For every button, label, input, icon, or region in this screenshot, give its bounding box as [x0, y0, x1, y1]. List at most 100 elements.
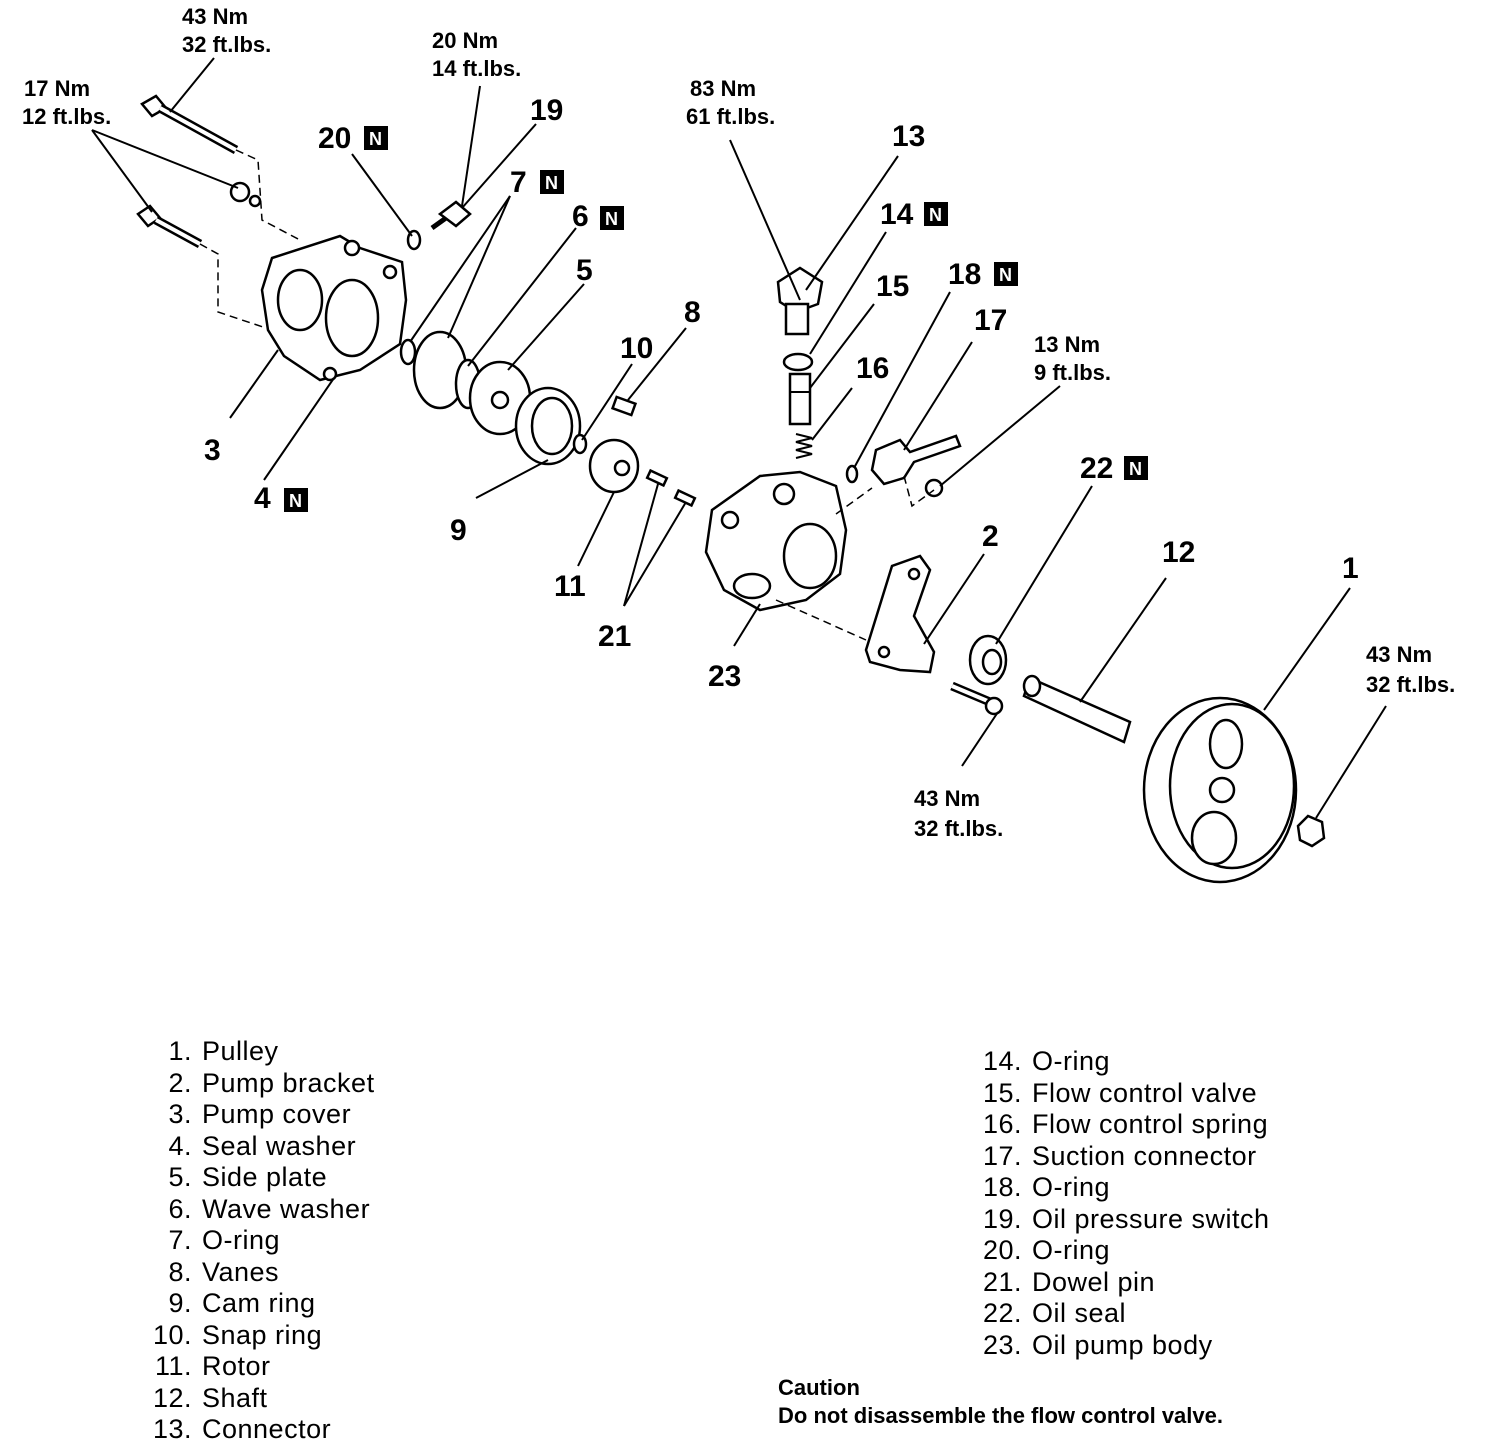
callout-14: 14: [880, 198, 914, 231]
callout-20: 20: [318, 122, 351, 155]
callout-1: 1: [1342, 552, 1359, 585]
legend-item-label: Cam ring: [202, 1288, 316, 1318]
cam-ring-drawing: [514, 386, 582, 466]
exploded-pump-diagram: 1 2 3 4 5 6 7 8 9 10 11 12 13 14 15 16 1…: [22, 4, 1455, 884]
legend-item: 10.Snap ring: [140, 1320, 375, 1352]
legend-item-number: 22.: [982, 1298, 1022, 1328]
oil-seal-drawing: [968, 634, 1008, 686]
svg-text:N: N: [545, 173, 558, 193]
callout-8: 8: [684, 296, 701, 329]
pulley-nut-drawing: [1296, 814, 1326, 848]
callout-9: 9: [450, 514, 467, 547]
legend-item: 2. Pump bracket: [140, 1068, 375, 1100]
legend-item-number: 11.: [154, 1351, 192, 1381]
dowel-pin-drawing: [673, 488, 697, 508]
legend-item-label: O-ring: [1032, 1172, 1111, 1202]
legend-item-number: 4.: [168, 1130, 192, 1161]
legend-item-label: Rotor: [202, 1351, 271, 1381]
callout-22: 22: [1080, 452, 1113, 485]
torque-suction-ftlbs: 9 ft.lbs.: [1034, 360, 1111, 385]
legend-item-number: 2.: [168, 1067, 192, 1098]
pulley-drawing: [1142, 696, 1298, 884]
assembly-line: [775, 599, 867, 641]
new-part-badge-4: N: [284, 488, 308, 512]
pump-cover-drawing: [260, 234, 408, 382]
legend-item: 23.Oil pump body: [970, 1330, 1270, 1362]
legend-item: 20. O-ring: [970, 1235, 1270, 1267]
torque-bolt-left-ftlbs: 12 ft.lbs.: [22, 104, 111, 129]
torque-connector-nm: 83 Nm: [690, 76, 756, 101]
legend-item: 17.Suction connector: [970, 1141, 1270, 1173]
callout-18: 18: [948, 258, 981, 291]
torque-suction-nm: 13 Nm: [1034, 332, 1100, 357]
torque-labels: 43 Nm 32 ft.lbs. 17 Nm 12 ft.lbs. 20 Nm …: [22, 4, 1455, 841]
legend-item: 4.Seal washer: [140, 1131, 375, 1163]
new-part-badge-7: N: [540, 170, 564, 194]
legend-item-number: 12.: [152, 1382, 192, 1413]
legend-item-label: Connector: [202, 1414, 332, 1444]
torque-bolt-left-nm: 17 Nm: [24, 76, 90, 101]
svg-text:N: N: [929, 205, 942, 225]
svg-text:N: N: [999, 265, 1012, 285]
torque-bolt-top-ftlbs: 32 ft.lbs.: [182, 32, 271, 57]
legend-item-number: 15.: [982, 1077, 1022, 1108]
new-part-badge-22: N: [1124, 456, 1148, 480]
leader-lines: [91, 57, 1387, 819]
assembly-line: [199, 243, 273, 331]
legend-item-label: Pump bracket: [202, 1067, 375, 1098]
callout-7: 7: [510, 166, 527, 199]
callout-17: 17: [974, 304, 1007, 337]
legend-item-label: O-ring: [1032, 1235, 1111, 1265]
bracket-bolt-drawing: [950, 681, 1004, 716]
o-ring-18-drawing: [845, 464, 859, 484]
legend-item-number: 23.: [982, 1329, 1022, 1360]
torque-bolt-top-nm: 43 Nm: [182, 4, 248, 29]
torque-connector-ftlbs: 61 ft.lbs.: [686, 104, 775, 129]
legend-item-number: 6.: [168, 1193, 192, 1224]
legend-item: 7.O-ring: [140, 1225, 375, 1257]
legend-item-label: Pump cover: [202, 1099, 352, 1129]
torque-switch-ftlbs: 14 ft.lbs.: [432, 56, 521, 81]
legend-item-label: Flow control spring: [1032, 1109, 1269, 1139]
callout-labels: 1 2 3 4 5 6 7 8 9 10 11 12 13 14 15 16 1…: [204, 94, 1359, 693]
legend-item-number: 19.: [982, 1203, 1022, 1234]
vanes-drawing: [610, 395, 638, 417]
legend-item-number: 14.: [982, 1046, 1022, 1076]
suction-bolt-drawing: [924, 478, 944, 498]
flow-control-valve-drawing: [788, 372, 812, 426]
legend-item-label: Oil pressure switch: [1032, 1203, 1270, 1234]
pump-bracket-drawing: [864, 554, 936, 674]
legend-item: 14.O-ring: [970, 1046, 1270, 1078]
caution-text: Do not disassemble the flow control valv…: [778, 1403, 1223, 1428]
new-part-badge-18: N: [994, 262, 1018, 286]
legend-item-label: Wave washer: [202, 1193, 371, 1224]
legend-item-number: 1.: [168, 1036, 192, 1066]
callout-10: 10: [620, 332, 653, 365]
legend-item-label: Vanes: [202, 1256, 280, 1287]
callout-21: 21: [598, 620, 631, 653]
torque-bracket-bolt-ftlbs: 32 ft.lbs.: [914, 816, 1003, 841]
callout-19: 19: [530, 94, 563, 127]
new-part-badges: N N N N N N N: [284, 126, 1148, 512]
callout-5: 5: [576, 254, 593, 287]
legend-item-label: Shaft: [202, 1382, 268, 1413]
legend-item-number: 16.: [982, 1109, 1022, 1139]
legend-item: 6. Wave washer: [140, 1194, 375, 1226]
flow-control-spring-drawing: [795, 433, 813, 459]
legend-item: 16. Flow control spring: [970, 1109, 1270, 1141]
callout-16: 16: [856, 352, 889, 385]
legend-item-label: Snap ring: [202, 1319, 323, 1350]
legend-item: 15. Flow control valve: [970, 1078, 1270, 1110]
torque-switch-nm: 20 Nm: [432, 28, 498, 53]
torque-bracket-bolt-nm: 43 Nm: [914, 786, 980, 811]
legend-item: 13.Connector: [140, 1414, 375, 1446]
connector-drawing: [776, 266, 824, 336]
legend-item-number: 20.: [982, 1235, 1022, 1265]
legend-item: 19. Oil pressure switch: [970, 1204, 1270, 1236]
legend-item-label: Flow control valve: [1032, 1077, 1258, 1108]
legend-item-number: 17.: [982, 1140, 1022, 1171]
legend-item-number: 9.: [168, 1288, 192, 1318]
assembly-line: [903, 475, 935, 508]
legend-item-label: Side plate: [202, 1162, 328, 1192]
